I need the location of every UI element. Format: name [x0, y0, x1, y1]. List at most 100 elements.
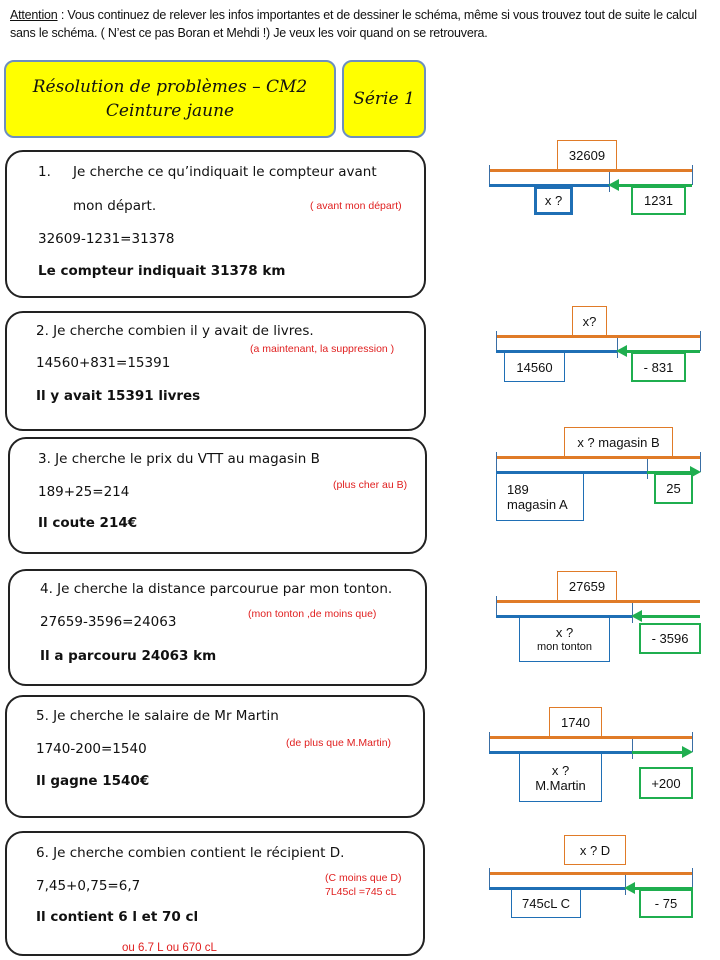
- tick: [489, 732, 490, 752]
- hint-note: (C moins que D): [325, 872, 402, 884]
- total-box: 27659: [557, 571, 617, 601]
- unknown-box: x ? M.Martin: [519, 753, 602, 802]
- total-bar: [489, 169, 693, 172]
- arrow-left-icon: [608, 179, 619, 191]
- question-text: Je cherche ce qu’indiquait le compteur a…: [73, 164, 377, 180]
- serie-label: Série 1: [353, 89, 415, 109]
- difference-bar: [632, 751, 684, 754]
- tick: [647, 459, 648, 479]
- arrow-left-icon: [616, 345, 627, 357]
- part-box: 745cL C: [511, 889, 581, 918]
- tick: [692, 165, 693, 185]
- total-bar: [489, 736, 693, 739]
- attention-note: Attention : Vous continuez de relever le…: [10, 6, 715, 42]
- difference-box: - 831: [631, 352, 686, 382]
- part-bar: [496, 471, 647, 474]
- arrow-right-icon: [682, 746, 693, 758]
- problem-card-1: [5, 150, 426, 298]
- difference-box: 1231: [631, 186, 686, 215]
- part-value: 189: [507, 482, 529, 497]
- total-bar: [496, 335, 700, 338]
- problem-card-6: [5, 831, 425, 956]
- answer: Il contient 6 l et 70 cl: [36, 909, 199, 925]
- hint-note: (plus cher au B): [333, 479, 408, 491]
- problem-card-5: [5, 695, 425, 818]
- calculation: 7,45+0,75=6,7: [36, 878, 141, 894]
- total-box: x ? magasin B: [564, 427, 673, 457]
- difference-bar: [622, 350, 700, 353]
- part-bar: [496, 615, 632, 618]
- total-box: 1740: [549, 707, 602, 737]
- answer: Le compteur indiquait 31378 km: [38, 263, 286, 279]
- question-text-cont: mon départ.: [73, 198, 157, 214]
- tick: [496, 331, 497, 351]
- unknown-value: x ?: [555, 624, 574, 640]
- part-bar: [489, 184, 609, 187]
- arrow-right-icon: [690, 466, 701, 478]
- tick: [496, 452, 497, 472]
- calculation: 1740-200=1540: [36, 741, 147, 757]
- hint-note: (a maintenant, la suppression ): [250, 343, 395, 355]
- calculation: 189+25=214: [38, 484, 130, 500]
- attention-label: Attention: [10, 8, 58, 22]
- answer: Il a parcouru 24063 km: [40, 648, 217, 664]
- unknown-box: x ?: [534, 186, 573, 215]
- unknown-label: M.Martin: [535, 777, 586, 793]
- difference-bar: [637, 615, 700, 618]
- answer: Il gagne 1540€: [36, 773, 150, 789]
- alternate-answer: ou 6.7 L ou 670 cL: [122, 942, 217, 954]
- calculation: 32609-1231=31378: [38, 231, 175, 247]
- arrow-left-icon: [631, 610, 642, 622]
- serie-badge: Série 1: [342, 60, 426, 138]
- tick: [489, 165, 490, 185]
- title-banner: Résolution de problèmes – CM2 Ceinture j…: [4, 60, 336, 138]
- difference-bar: [647, 471, 692, 474]
- unknown-value: x ?: [551, 762, 570, 778]
- total-box: 32609: [557, 140, 617, 170]
- unknown-box: x ? mon tonton: [519, 617, 610, 662]
- total-box: x?: [572, 306, 607, 336]
- part-box: 14560: [504, 352, 565, 382]
- question-text: 4. Je cherche la distance parcourue par …: [40, 581, 393, 597]
- question-text: 2. Je cherche combien il y avait de livr…: [36, 323, 314, 339]
- answer: Il coute 214€: [38, 515, 138, 531]
- title-line-2: Ceinture jaune: [105, 101, 235, 121]
- part-bar: [496, 350, 617, 353]
- attention-text: : Vous continuez de relever les infos im…: [10, 8, 697, 40]
- question-text: 3. Je cherche le prix du VTT au magasin …: [38, 451, 320, 467]
- problem-card-4: [8, 569, 427, 686]
- tick: [692, 868, 693, 888]
- total-box: x ? D: [564, 835, 626, 865]
- unknown-label: mon tonton: [536, 640, 593, 653]
- question-number: 1.: [38, 164, 51, 180]
- question-text: 6. Je cherche combien contient le récipi…: [36, 845, 345, 861]
- arrow-left-icon: [624, 882, 635, 894]
- difference-bar: [630, 887, 693, 890]
- calculation: 27659-3596=24063: [40, 614, 177, 630]
- question-text: 5. Je cherche le salaire de Mr Martin: [36, 708, 279, 724]
- total-bar: [496, 600, 700, 603]
- hint-note: (mon tonton ,de moins que): [248, 608, 377, 620]
- problem-card-2: [5, 311, 426, 431]
- title-line-1: Résolution de problèmes – CM2: [32, 77, 308, 97]
- tick: [632, 739, 633, 759]
- part-bar: [489, 887, 625, 890]
- part-bar: [489, 751, 632, 754]
- hint-note: ( avant mon départ): [310, 200, 402, 212]
- part-box: 189 magasin A: [496, 473, 584, 521]
- tick: [692, 732, 693, 752]
- difference-box: - 75: [639, 889, 693, 918]
- problem-card-3: [8, 437, 427, 554]
- tick: [496, 596, 497, 616]
- hint-note: (de plus que M.Martin): [286, 737, 392, 749]
- calculation: 14560+831=15391: [36, 355, 171, 371]
- difference-box: - 3596: [639, 623, 701, 654]
- total-bar: [496, 456, 700, 459]
- difference-box: 25: [654, 473, 693, 504]
- answer: Il y avait 15391 livres: [36, 388, 201, 404]
- tick: [700, 331, 701, 351]
- part-label: magasin A: [507, 497, 568, 512]
- total-bar: [489, 872, 693, 875]
- difference-box: +200: [639, 767, 693, 799]
- difference-bar: [614, 184, 692, 187]
